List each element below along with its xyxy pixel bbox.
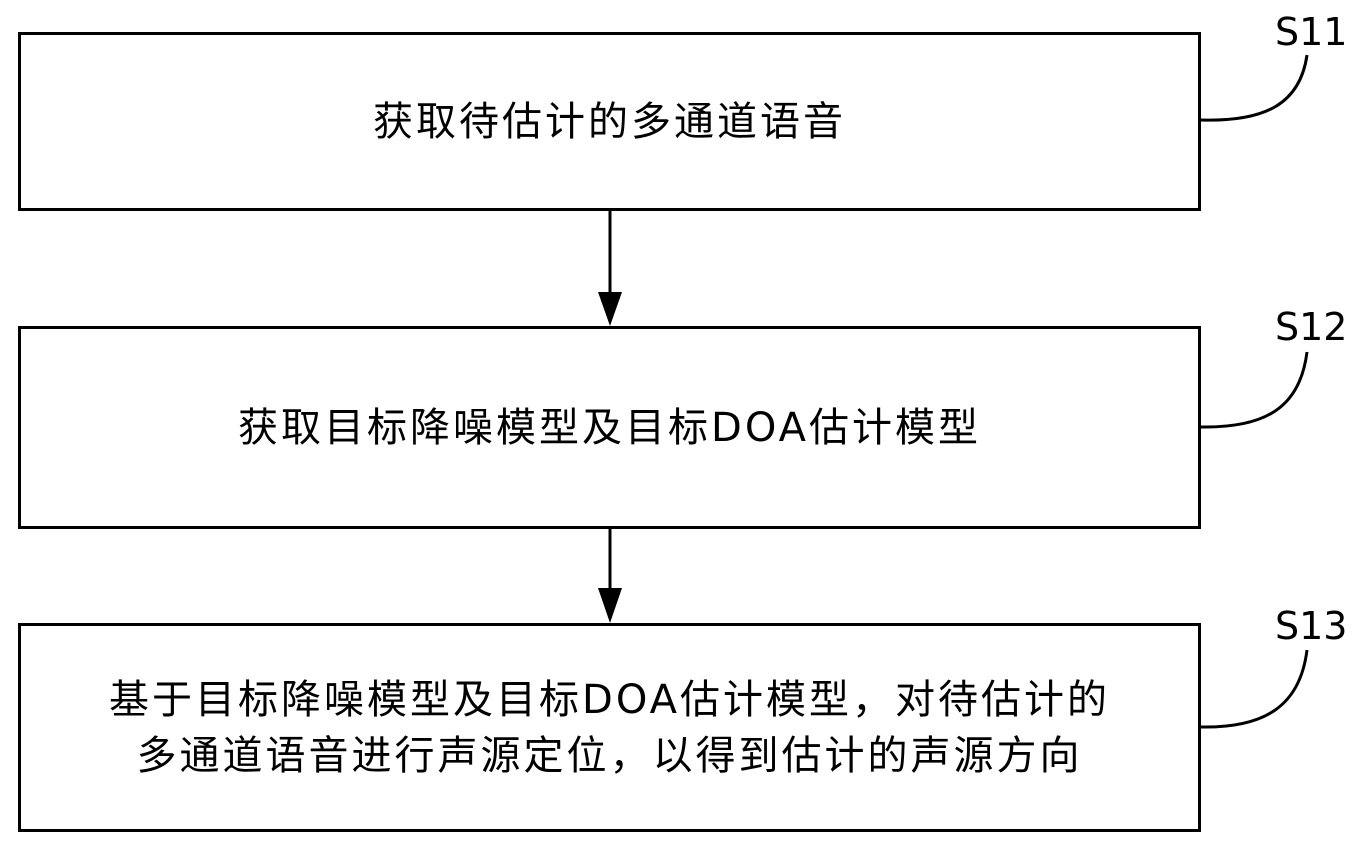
arrowhead-icon <box>598 588 622 623</box>
leader-line-s11 <box>1200 54 1309 122</box>
step-box-s12: 获取目标降噪模型及目标DOA估计模型 <box>18 326 1201 529</box>
leader-line-s13 <box>1200 649 1309 729</box>
leader-line-s12 <box>1200 351 1309 429</box>
step-text-s11: 获取待估计的多通道语音 <box>373 98 846 145</box>
step-label-s13: S13 <box>1275 604 1348 648</box>
step-box-s11: 获取待估计的多通道语音 <box>18 32 1201 211</box>
step-label-s11: S11 <box>1275 10 1348 54</box>
flow-arrow-s11-s12 <box>598 211 622 326</box>
step-text-s12: 获取目标降噪模型及目标DOA估计模型 <box>238 404 981 451</box>
flow-arrow-s12-s13 <box>598 529 622 623</box>
step-box-s13: 基于目标降噪模型及目标DOA估计模型，对待估计的 多通道语音进行声源定位，以得到… <box>18 623 1201 832</box>
step-text-s13: 基于目标降噪模型及目标DOA估计模型，对待估计的 多通道语音进行声源定位，以得到… <box>109 676 1110 779</box>
arrowhead-icon <box>598 292 622 326</box>
step-label-s12: S12 <box>1275 305 1348 349</box>
